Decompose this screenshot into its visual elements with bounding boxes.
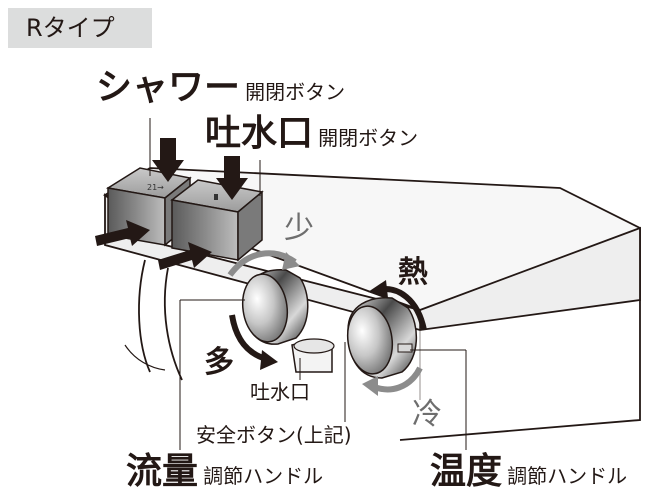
flow-label-sub: 調節ハンドル	[203, 464, 324, 488]
temp-label: 温度 調節ハンドル	[430, 454, 627, 490]
shower-label-sub: 開閉ボタン	[245, 80, 346, 104]
spout-button-shape[interactable]	[170, 179, 264, 262]
flow-label-main: 流量	[126, 451, 199, 492]
outlet-nozzle	[291, 338, 335, 373]
svg-text:21→: 21→	[147, 183, 164, 192]
more-label: 多	[204, 345, 234, 380]
cold-label: 冷	[412, 397, 442, 432]
hot-label: 熱	[398, 255, 428, 290]
spout-label-main: 吐水口	[205, 113, 314, 154]
spout-label-sub: 開閉ボタン	[318, 126, 419, 150]
temp-label-sub: 調節ハンドル	[507, 464, 628, 488]
type-tag: Rタイプ	[8, 8, 152, 48]
less-label: 少	[284, 211, 314, 246]
shower-label: シャワー 開閉ボタン	[96, 70, 345, 106]
spout-push-arrow	[216, 156, 248, 200]
shower-push-arrow	[152, 138, 184, 182]
shower-label-main: シャワー	[96, 67, 241, 108]
temp-label-main: 温度	[430, 451, 503, 492]
outlet-label: 吐水口	[250, 380, 310, 404]
temp-knob[interactable]	[343, 296, 418, 379]
safety-button-label: 安全ボタン(上記)	[196, 423, 352, 447]
spout-label: 吐水口 開閉ボタン	[205, 116, 418, 152]
flow-knob[interactable]	[238, 269, 309, 345]
flow-label: 流量 調節ハンドル	[126, 454, 323, 490]
